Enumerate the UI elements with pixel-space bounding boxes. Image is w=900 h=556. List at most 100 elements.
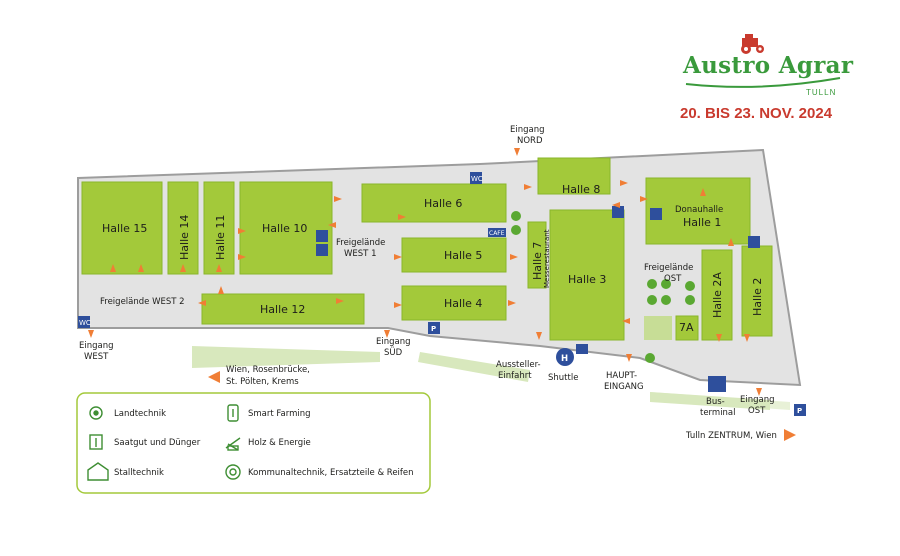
hospital-shuttle-sign [556,348,574,366]
hall-15-label: Halle 15 [102,222,147,235]
wood-energy-icon [225,437,241,451]
wc-sign-text: WC [79,319,91,327]
cafe-sign [488,228,506,237]
legend-label-3: Smart Farming [248,409,311,419]
hall-6-label: Halle 6 [424,197,462,210]
hall-14-label: Halle 14 [178,215,191,260]
trees [511,211,695,363]
service-signs: WC WC CAFE P P H [78,172,806,416]
entrance-arrows [88,148,762,396]
direction-tulln-label: Tulln ZENTRUM, Wien [685,431,777,441]
eingang-west-label-a: Eingang [79,341,114,351]
area-ost [644,316,672,340]
hall-2a[interactable] [701,249,733,341]
aussteller-label-a: Aussteller- [496,360,541,370]
brand-swoosh [685,77,841,88]
haupteingang-label-a: HAUPT- [606,371,637,381]
hall-4[interactable] [401,285,507,321]
brand-city: TULLN [806,88,837,97]
hospital-sign-text: H [561,354,568,364]
legend-label-1: Saatgut und Dünger [114,438,201,448]
wc-sign-h10 [316,230,328,242]
haupteingang-label-b: EINGANG [604,382,644,392]
smart-farming-icon [227,404,239,422]
hall-10-label: Halle 10 [262,222,307,235]
hall-7-label: Halle 7 [531,242,544,280]
event-dates: 20. BIS 23. NOV. 2024 [680,105,833,122]
parking-sign-east [794,404,806,416]
freigelaende-ost-label-a: Freigelände [644,263,693,273]
direction-tulln-arrow [784,429,796,441]
hall-2a-label: Halle 2A [711,272,724,318]
freigelaende-ost-label-b: OST [664,274,682,284]
hall-14[interactable] [167,181,199,275]
hall-3[interactable] [549,209,625,341]
hall-8-label: Halle 8 [562,183,600,196]
hall-7-sub-label: Messerestaurant [543,229,551,288]
legend-box [76,392,431,494]
direction-wien-arrow [208,371,220,383]
wc-sign [78,316,90,328]
hall-7a-label: 7A [679,321,694,334]
parking-sign-east-text: P [797,407,802,415]
hall-1-label: Halle 1 [683,216,721,229]
hall-15[interactable] [81,181,163,275]
hall-2[interactable] [741,245,773,337]
parking-sign-south-text: P [431,325,436,333]
wc-sign-donau [650,208,662,220]
eingang-west-label-b: WEST [84,352,109,362]
aussteller-label-b: Einfahrt [498,371,532,381]
shuttle-label: Shuttle [548,373,578,383]
legend-label-0: Landtechnik [114,409,166,419]
parking-sign-south [428,322,440,334]
bus-sign [708,376,726,392]
hall-7a[interactable] [675,315,699,341]
wc-sign-h2 [748,236,760,248]
tire-icon [225,464,241,480]
tractor-icon [741,34,764,54]
freigelaende-west1-label-b: WEST 1 [344,249,376,259]
hall-6[interactable] [361,183,507,223]
outer-paths [192,346,790,410]
wc-sign-h8 [612,206,624,218]
hall-12-label: Halle 12 [260,303,305,316]
hall-4-label: Halle 4 [444,297,482,310]
eingang-ost-label-a: Eingang [740,395,775,405]
gear-leaf-icon [89,406,103,420]
barn-cow-icon [87,462,109,481]
cafe-sign-text: CAFE [489,230,505,237]
eingang-nord-label-a: Eingang [510,125,545,135]
halls [81,157,773,341]
direction-wien-label-a: Wien, Rosenbrücke, [226,365,310,375]
hall-8[interactable] [537,157,611,195]
hall-donau[interactable] [645,177,751,245]
legend-label-5: Kommunaltechnik, Ersatzteile & Reifen [248,468,414,478]
eingang-ost-label-b: OST [748,406,766,416]
hall-10[interactable] [239,181,333,275]
legend-label-4: Holz & Energie [248,438,311,448]
busterminal-label-a: Bus- [706,397,725,407]
brand-name: Austro Agrar [683,52,854,79]
eingang-sued-label-a: Eingang [376,337,411,347]
busterminal-label-b: terminal [700,408,736,418]
donauhalle-label: Donauhalle [675,205,723,215]
hall-11[interactable] [203,181,235,275]
hall-11-label: Halle 11 [214,215,227,260]
legend-icons [87,404,241,481]
hall-7[interactable] [527,221,547,289]
wc-sign-north [470,172,482,184]
eingang-sued-label-b: SÜD [384,347,403,358]
legend-label-2: Stalltechnik [114,468,164,478]
hall-5-label: Halle 5 [444,249,482,262]
freigelaende-west2-label: Freigelände WEST 2 [100,297,185,307]
hall-2-label: Halle 2 [751,278,764,316]
eingang-nord-label-b: NORD [517,136,543,146]
wc-sign-north-text: WC [471,175,483,183]
freigelaende-west1-label-a: Freigelände [336,238,385,248]
accessible-sign [316,244,328,256]
wc-sign-hall3 [576,344,588,354]
direction-wien-label-b: St. Pölten, Krems [226,377,299,387]
hall-5[interactable] [401,237,507,273]
seed-bag-icon [89,434,103,450]
